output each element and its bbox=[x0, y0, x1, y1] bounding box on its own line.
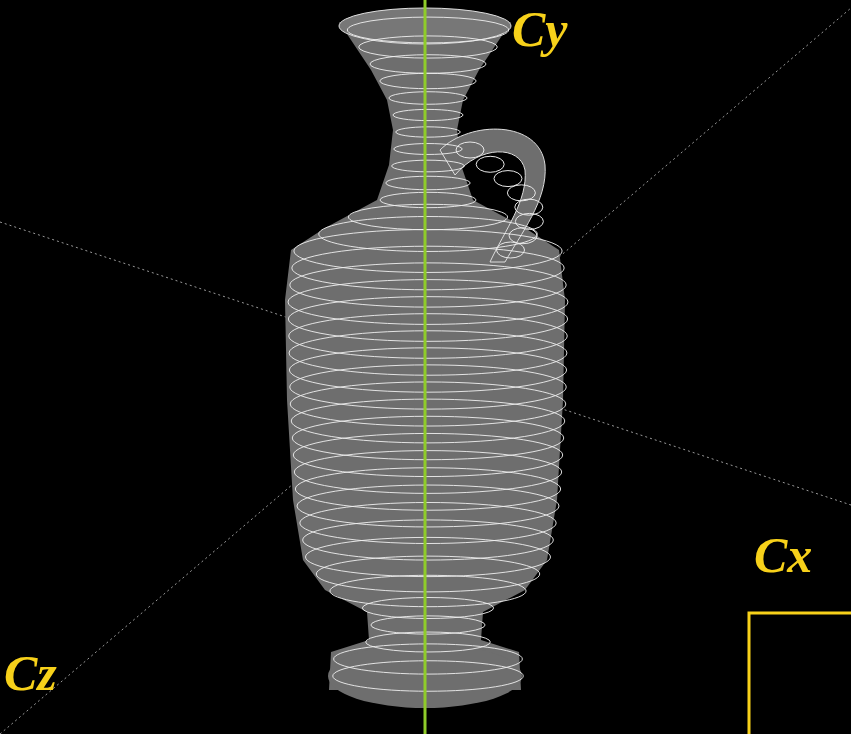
mesh-ring bbox=[330, 575, 526, 606]
mesh-ring bbox=[288, 297, 567, 342]
mesh-ring bbox=[290, 382, 566, 426]
axis-line bbox=[424, 0, 427, 734]
mesh-ring bbox=[295, 468, 560, 510]
mesh-ring bbox=[507, 185, 535, 201]
mesh-ring bbox=[393, 109, 463, 120]
mesh-ring bbox=[294, 451, 561, 494]
mesh-ring bbox=[394, 144, 462, 155]
mesh-ring bbox=[297, 485, 559, 527]
axis-label: Cy bbox=[512, 4, 568, 54]
mesh-ring bbox=[476, 156, 504, 172]
axis-label: Cx bbox=[754, 530, 812, 580]
mesh-ring bbox=[294, 230, 562, 273]
mesh-ring bbox=[290, 365, 567, 409]
mesh-ring bbox=[333, 661, 524, 691]
mesh-ring bbox=[289, 314, 568, 359]
mesh-ring bbox=[371, 616, 485, 634]
mesh-ring bbox=[293, 433, 562, 476]
mesh-ring bbox=[389, 92, 467, 105]
mesh-ring bbox=[396, 127, 460, 137]
mesh-ring bbox=[334, 644, 523, 674]
mesh-ring bbox=[290, 263, 566, 307]
mesh-ring bbox=[370, 55, 486, 74]
mesh-ring bbox=[306, 537, 551, 576]
mesh-ring bbox=[289, 331, 567, 375]
mesh-ring bbox=[289, 348, 566, 392]
mesh-ring bbox=[456, 142, 484, 158]
mesh-ring bbox=[347, 17, 508, 43]
mesh-ring bbox=[292, 416, 563, 459]
mesh-ring bbox=[291, 399, 564, 443]
mesh-ring bbox=[288, 280, 568, 325]
vase-handle bbox=[440, 129, 545, 262]
mesh-ring bbox=[380, 73, 476, 88]
mesh-ring bbox=[515, 199, 543, 215]
axis-label: Cz bbox=[4, 648, 57, 698]
mesh-ring bbox=[316, 556, 539, 592]
mesh-ring bbox=[494, 171, 522, 187]
frame bbox=[749, 613, 851, 734]
mesh-ring bbox=[392, 160, 465, 172]
mesh-ring bbox=[366, 632, 491, 652]
mesh-ring bbox=[362, 597, 493, 618]
mesh-ring bbox=[303, 520, 554, 560]
mesh-ring bbox=[292, 246, 564, 290]
mesh-ring bbox=[386, 176, 470, 189]
